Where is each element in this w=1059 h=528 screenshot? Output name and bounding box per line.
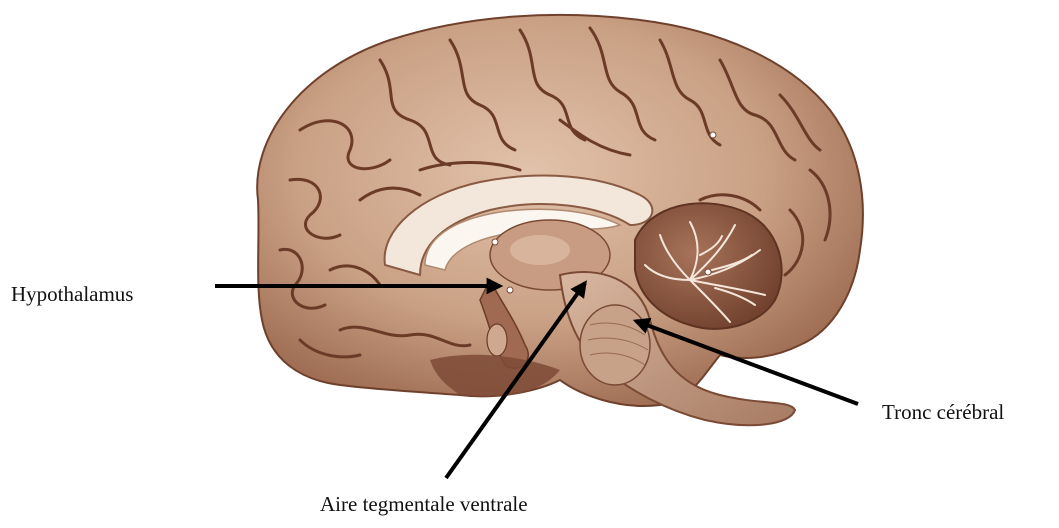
hypothalamus-label: Hypothalamus bbox=[11, 282, 133, 307]
pituitary bbox=[487, 324, 507, 356]
thalamus-highlight bbox=[510, 235, 570, 265]
aire-tegmentale-label: Aire tegmentale ventrale bbox=[320, 492, 528, 517]
tronc-cerebral-label: Tronc cérébral bbox=[882, 400, 1004, 425]
